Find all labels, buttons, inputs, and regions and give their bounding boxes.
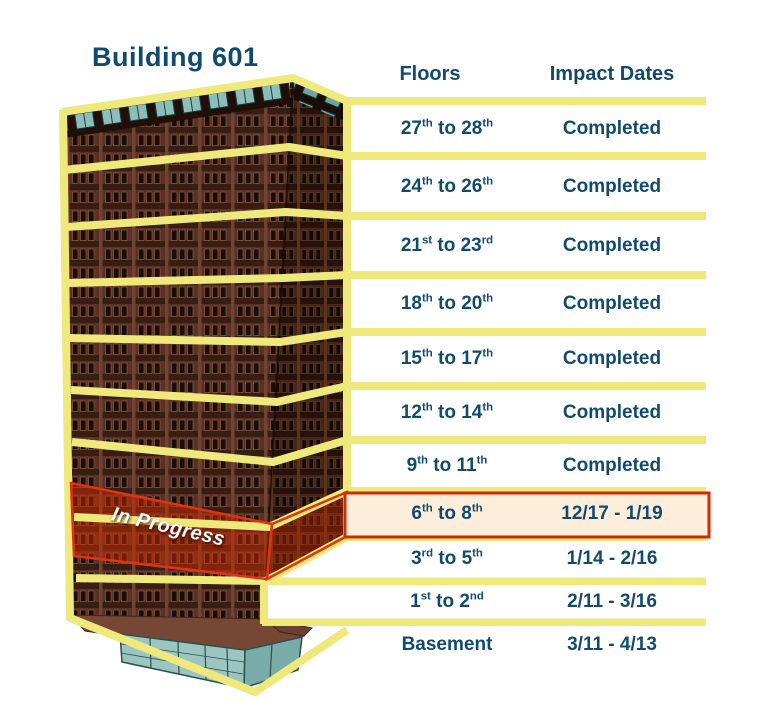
floor-band [69, 328, 706, 346]
table-row: 3rd to 5th 1/14 - 2/16 [0, 547, 768, 571]
rooftop-windows-front [64, 82, 290, 138]
highlighted-row-box [343, 491, 711, 539]
building-outline-left [59, 109, 350, 696]
row-floors-cell: Basement [401, 634, 493, 655]
floor-band [264, 577, 706, 585]
row-floors-cell: 15th to 17th [400, 347, 494, 369]
row-floors-cell: 6th to 8th [411, 502, 483, 524]
row-impact-dates-cell: Completed [562, 402, 662, 423]
row-impact-dates-cell: Completed [562, 455, 662, 476]
table-row: 12th to 14th Completed [0, 401, 768, 425]
row-impact-dates-cell: 3/11 - 4/13 [567, 634, 657, 655]
row-impact-dates-cell: Completed [562, 176, 662, 197]
row-floors-cell: 18th to 20th [400, 292, 494, 314]
floor-band [71, 436, 706, 466]
table-row: 18th to 20th Completed [0, 292, 768, 316]
row-impact-dates-cell: Completed [562, 235, 662, 256]
row-floors-cell: 12th to 14th [400, 401, 494, 423]
row-floors-cell: 3rd to 5th [411, 547, 483, 569]
column-header-floors: Floors [399, 63, 461, 85]
row-floors-cell: 27th to 28th [400, 117, 494, 139]
rooftop-windows-right [294, 82, 347, 122]
in-progress-overlay [71, 483, 347, 579]
building-corner-edge [264, 79, 295, 573]
floor-band [262, 618, 706, 626]
floor-band [65, 208, 706, 231]
row-floors-cell: 24th to 26th [400, 175, 494, 197]
table-row-highlighted: 6th to 8th 12/17 - 1/19 [0, 502, 768, 526]
row-floors-cell: 21st to 23rd [400, 234, 494, 256]
row-floors-cell: 1st to 2nd [410, 590, 484, 612]
table-row: 1st to 2nd 2/11 - 3/16 [0, 590, 768, 614]
page-title: Building 601 [92, 42, 259, 72]
table-row: Basement 3/11 - 4/13 [0, 633, 768, 657]
row-floors-cell: 9th to 11th [406, 454, 488, 476]
table-row: 27th to 28th Completed [0, 117, 768, 141]
column-header-impact-dates: Impact Dates [549, 63, 675, 85]
floor-band [70, 382, 706, 406]
table-row: 24th to 26th Completed [0, 175, 768, 199]
row-impact-dates-cell: 1/14 - 2/16 [566, 548, 658, 569]
floor-band [67, 271, 706, 287]
table-row: 21st to 23rd Completed [0, 234, 768, 258]
row-impact-dates-cell: 2/11 - 3/16 [567, 591, 657, 612]
row-impact-dates-cell: Completed [562, 118, 662, 139]
floor-band [63, 143, 706, 174]
table-row: 15th to 17th Completed [0, 347, 768, 371]
row-impact-dates-cell: 12/17 - 1/19 [561, 503, 663, 524]
row-impact-dates-cell: Completed [562, 293, 662, 314]
table-row: 9th to 11th Completed [0, 454, 768, 478]
row-impact-dates-cell: Completed [562, 348, 662, 369]
floor-band [61, 74, 706, 116]
